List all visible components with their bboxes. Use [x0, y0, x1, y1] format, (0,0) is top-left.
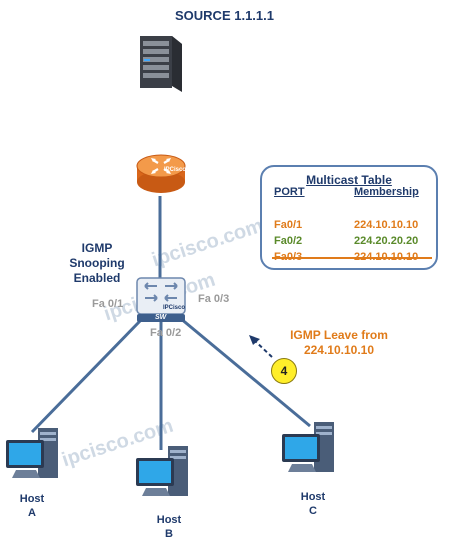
col-header-membership: Membership [354, 186, 419, 198]
host-label-line: B [165, 528, 173, 540]
host-c-label: Host C [293, 490, 333, 518]
step-badge: 4 [271, 358, 297, 384]
link-host-c [179, 316, 311, 428]
table-row-membership: 224.20.20.20 [354, 235, 419, 247]
row-strikethrough [272, 257, 432, 259]
leave-arrowhead [249, 335, 260, 345]
host-b-icon [136, 446, 188, 496]
host-c-icon [282, 422, 334, 472]
source-title: SOURCE 1.1.1.1 [175, 8, 274, 23]
igmp-leave-label: IGMP Leave from 224.10.10.10 [276, 328, 402, 358]
table-row-membership: 224.10.10.10 [354, 219, 419, 231]
server-icon [140, 36, 182, 92]
igmp-snooping-label: IGMP Snooping Enabled [54, 241, 140, 286]
host-label-line: C [309, 505, 317, 517]
snooping-line-2: Enabled [73, 271, 121, 285]
switch-brand: IPCisco [163, 305, 186, 311]
leave-arrow [253, 339, 273, 358]
port-fa0-2: Fa 0/2 [150, 327, 182, 339]
host-b-label: Host B [149, 513, 189, 541]
multicast-table: Multicast Table PORT Membership Fa0/1 22… [260, 165, 438, 270]
port-fa0-3: Fa 0/3 [198, 293, 230, 305]
host-a-icon [6, 428, 58, 478]
host-label-line: Host [156, 514, 182, 526]
col-header-port: PORT [274, 186, 305, 198]
link-host-a [30, 318, 143, 434]
table-row-port: Fa0/2 [274, 235, 303, 247]
host-label-line: A [28, 507, 36, 519]
switch-icon [136, 277, 186, 322]
leave-line-2: 224.10.10.10 [303, 343, 375, 357]
switch-label: SW [155, 314, 167, 321]
table-row-port: Fa0/1 [274, 219, 303, 231]
host-a-label: Host A [12, 492, 52, 520]
host-label-line: Host [300, 491, 326, 503]
snooping-line-1: IGMP Snooping [69, 241, 125, 270]
port-fa0-1: Fa 0/1 [92, 298, 124, 310]
leave-line-1: IGMP Leave from [290, 328, 388, 342]
router-brand: IPCisco [164, 167, 187, 173]
router-icon [136, 154, 186, 193]
multicast-table-title: Multicast Table [306, 173, 392, 187]
host-label-line: Host [19, 493, 45, 505]
